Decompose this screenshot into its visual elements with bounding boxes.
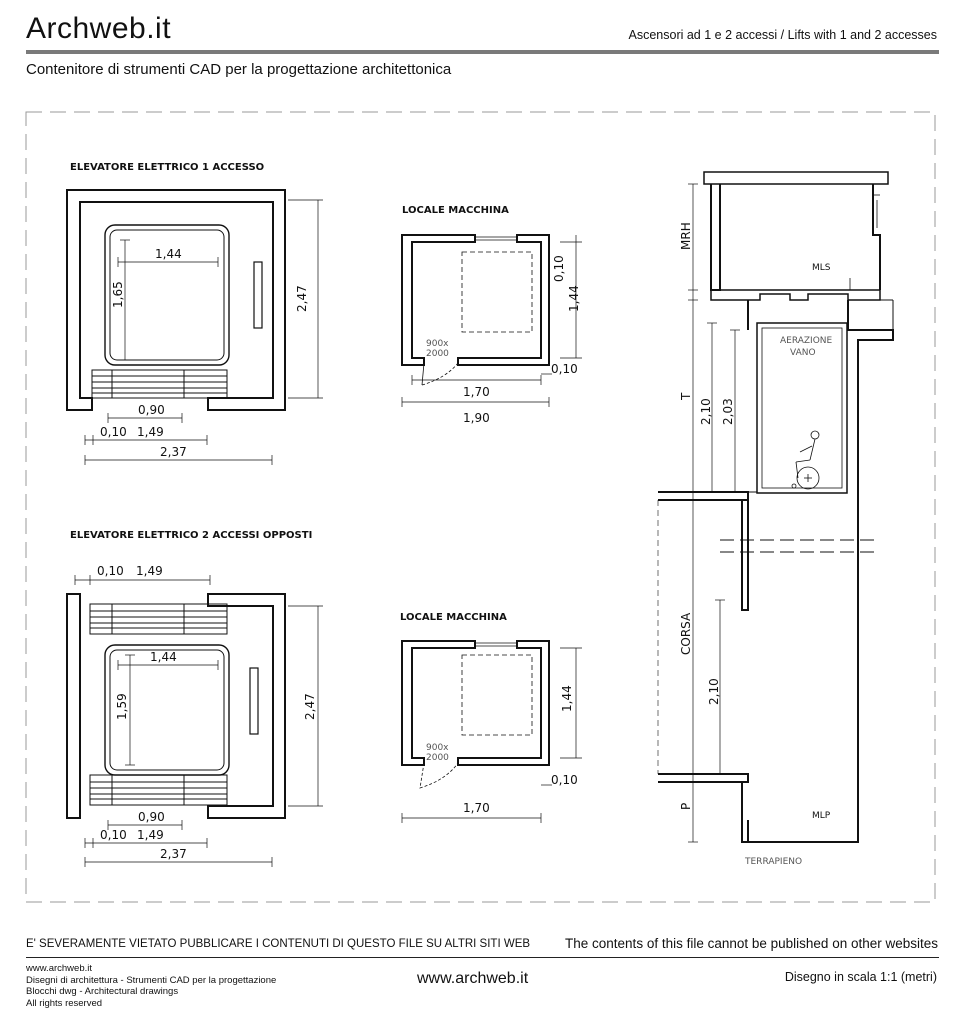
section-dim-210-top: 2,10 [699,398,713,425]
machine2-door-size-1: 900x [426,743,449,753]
machine1-door-size-1: 900x [426,339,449,349]
warning-english: The contents of this file cannot be publ… [565,936,938,951]
footer-credits-line-2: Disegni di architettura - Strumenti CAD … [26,974,277,986]
elevator-section: MRH MLS AERAZIONE VANO T 2,10 2,03 CORSA… [657,171,894,867]
machine1-dim-top: 0,10 [552,255,566,282]
machine2-dim-inner: 1,70 [463,801,490,815]
machine1-dim-bottom: 0,10 [551,362,578,376]
machine2-door-size-2: 2000 [426,753,449,763]
footer-rule [26,957,939,958]
footer-credits: www.archweb.it Disegni di architettura -… [26,963,276,1009]
machine1-title: LOCALE MACCHINA [402,205,509,216]
footer-credits-line-1: www.archweb.it [26,963,92,974]
section-label-t: T [679,392,693,401]
plan2-dim-shaft-top: 1,49 [136,564,163,578]
section-label-ground: TERRAPIENO [744,857,802,867]
plan1-dim-total: 2,37 [160,445,187,459]
footer-credits-line-4: All rights reserved [26,997,103,1009]
section-label-mlp: MLP [812,811,831,821]
page-subtitle: Contenitore di strumenti CAD per la prog… [26,61,452,78]
section-dim-210-bottom: 2,10 [707,678,721,705]
machine-room-2: LOCALE MACCHINA 1,44 0,10 900x 2000 1,70 [400,612,582,823]
machine2-dim-height: 1,44 [560,685,574,712]
plan2-dim-wall: 0,10 [100,828,127,842]
plan1-dim-door: 0,90 [138,403,165,417]
machine1-dim-height: 1,44 [567,285,581,312]
plan2-dim-width: 1,44 [150,650,177,664]
machine2-title: LOCALE MACCHINA [400,612,507,623]
plan2-dim-door: 0,90 [138,810,165,824]
plan1-dim-wall: 0,10 [100,425,127,439]
drawing-frame [25,111,936,903]
machine1-dim-outer: 1,90 [463,411,490,425]
plan-1-accesso: ELEVATORE ELETTRICO 1 ACCESSO 1,44 1,65 … [66,162,323,465]
plan1-dim-height: 1,65 [111,281,125,308]
plan2-dim-total: 2,37 [160,847,187,861]
section-label-vent-1: AERAZIONE [780,336,833,346]
cad-drawing: ELEVATORE ELETTRICO 1 ACCESSO 1,44 1,65 … [25,111,936,903]
plan1-dim-shaft: 1,49 [137,425,164,439]
plan2-dim-outer-height: 2,47 [303,693,317,720]
document-title: Ascensori ad 1 e 2 accessi / Lifts with … [628,28,938,42]
footer-scale: Disegno in scala 1:1 (metri) [784,970,937,984]
warning-italian: E' SEVERAMENTE VIETATO PUBBLICARE I CONT… [26,938,531,950]
section-label-vent-2: VANO [790,348,816,358]
machine2-dim-bottom: 0,10 [551,773,578,787]
section-label-mls: MLS [812,263,831,273]
site-logo: Archweb.it [26,12,172,45]
plan-2-accessi: ELEVATORE ELETTRICO 2 ACCESSI OPPOSTI 0,… [66,530,323,867]
footer-credits-line-3: Blocchi dwg - Architectural drawings [26,986,179,997]
plan2-dim-wall-top: 0,10 [97,564,124,578]
machine-room-1: LOCALE MACCHINA 0,10 1,44 0,10 900x 2000… [401,205,582,425]
section-dim-203: 2,03 [721,398,735,425]
plan1-dim-width: 1,44 [155,247,182,261]
section-label-corsa: CORSA [679,612,693,655]
section-label-mrh: MRH [679,222,693,250]
plan2-dim-shaft: 1,49 [137,828,164,842]
plan2-dim-height: 1,59 [115,693,129,720]
machine1-dim-inner: 1,70 [463,385,490,399]
section-label-p: P [679,803,693,810]
plan2-title: ELEVATORE ELETTRICO 2 ACCESSI OPPOSTI [70,530,312,541]
plan1-title: ELEVATORE ELETTRICO 1 ACCESSO [70,162,264,173]
footer-website[interactable]: www.archweb.it [417,970,529,987]
header-rule [26,50,939,54]
plan1-dim-outer-height: 2,47 [295,285,309,312]
machine1-door-size-2: 2000 [426,349,449,359]
